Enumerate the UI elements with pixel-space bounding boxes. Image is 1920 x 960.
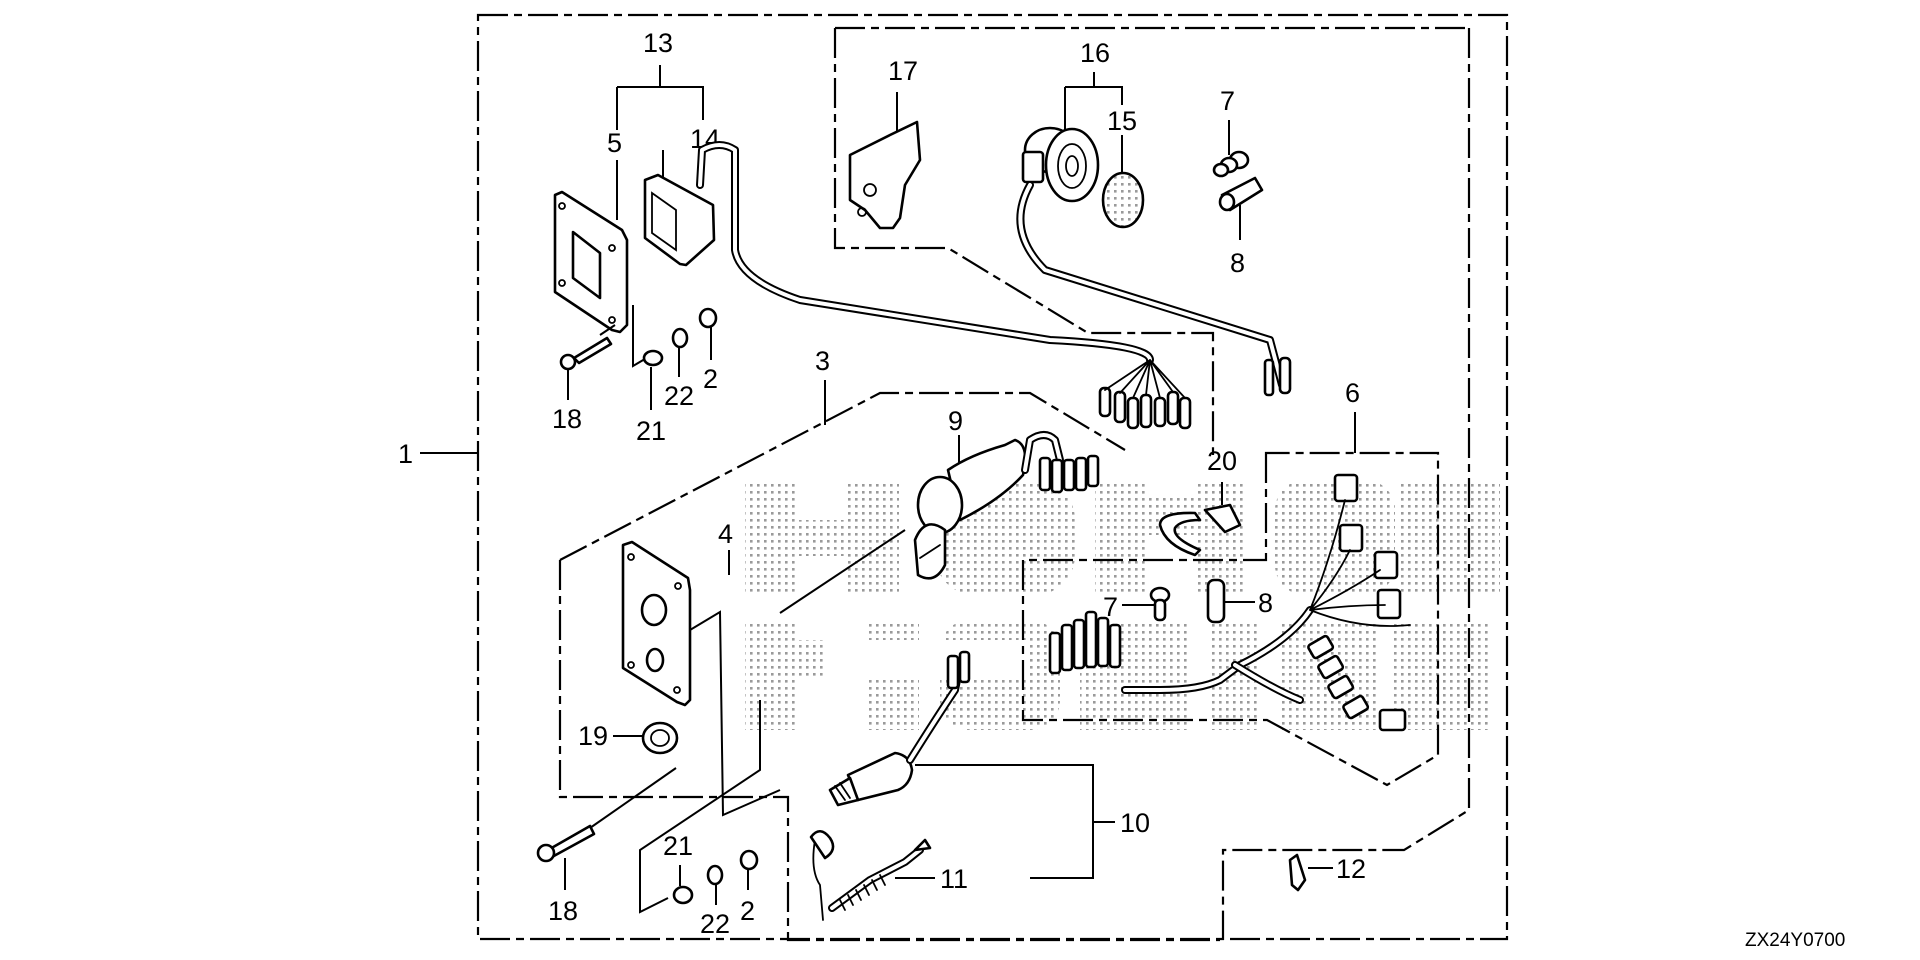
part-8-collar-upper xyxy=(1218,176,1264,212)
part-19-nut xyxy=(641,721,679,755)
part-7-screw-upper xyxy=(1212,150,1250,178)
part-8-collar-lower xyxy=(1206,578,1226,624)
callout-18a: 18 xyxy=(552,404,582,434)
leader-10-plate xyxy=(689,610,781,817)
callout-9: 9 xyxy=(948,406,963,436)
callout-16: 16 xyxy=(1080,38,1110,68)
callout-8b: 8 xyxy=(1258,588,1273,618)
leader-lower-hardware-bracket xyxy=(639,700,761,914)
leader-9-to-plate xyxy=(779,529,906,614)
callout-3: 3 xyxy=(815,346,830,376)
leader-16 xyxy=(1064,72,1123,130)
callout-15: 15 xyxy=(1107,106,1137,136)
part-22-springwasher-lower xyxy=(706,864,724,886)
callout-22a: 22 xyxy=(664,381,694,411)
callout-5: 5 xyxy=(607,128,622,158)
callout-2a: 2 xyxy=(703,364,718,394)
part-9-ignition-switch xyxy=(913,431,1100,580)
callout-10: 10 xyxy=(1120,808,1150,838)
leader-10 xyxy=(915,764,1115,879)
part-5-bezel xyxy=(553,190,629,334)
callout-2b: 2 xyxy=(740,896,755,926)
part-2-nut-upper xyxy=(698,307,718,329)
part-15-cover xyxy=(1101,171,1145,229)
part-21-washer-lower xyxy=(672,885,694,905)
callout-7a: 7 xyxy=(1220,86,1235,116)
part-18-screw-lower xyxy=(536,824,596,863)
part-17-bracket xyxy=(848,120,922,230)
callout-12: 12 xyxy=(1336,854,1366,884)
part-10-stop-switch xyxy=(828,650,971,807)
buzzer-group-frame xyxy=(833,26,1471,940)
part-22-springwasher-upper xyxy=(671,327,689,349)
callout-1: 1 xyxy=(398,439,413,469)
callout-21b: 21 xyxy=(663,831,693,861)
part-6-wire-harness xyxy=(1048,473,1411,732)
part-4-panel-plate xyxy=(621,540,692,707)
leader-18b-plate xyxy=(589,767,677,829)
leader-18-to-bezel xyxy=(599,324,616,336)
callout-8a: 8 xyxy=(1230,248,1245,278)
harness-group-frame xyxy=(1021,451,1440,787)
figure-code: ZX24Y0700 xyxy=(1745,930,1845,951)
part-14-switch xyxy=(643,141,1192,430)
callout-13: 13 xyxy=(643,28,673,58)
callout-7b: 7 xyxy=(1103,592,1118,622)
part-11-lanyard xyxy=(809,829,932,921)
part-16-buzzer xyxy=(1016,126,1292,397)
callout-18b: 18 xyxy=(548,896,578,926)
part-7-screw-lower xyxy=(1149,586,1171,622)
watermark xyxy=(745,480,1500,730)
switch-panel-group-frame xyxy=(558,391,1220,942)
part-12-clip xyxy=(1288,853,1307,892)
callout-21a: 21 xyxy=(636,416,666,446)
callout-11: 11 xyxy=(940,864,968,894)
callout-19: 19 xyxy=(578,721,608,751)
callout-22b: 22 xyxy=(700,909,730,939)
leader-13 xyxy=(616,65,704,130)
part-21-washer-upper xyxy=(642,349,664,367)
callout-17: 17 xyxy=(888,56,918,86)
part-18-screw-upper xyxy=(559,336,613,371)
part-2-nut-lower xyxy=(739,849,759,871)
part-20-wire-band xyxy=(1158,503,1242,557)
callout-20: 20 xyxy=(1207,446,1237,476)
callout-4: 4 xyxy=(718,519,733,549)
watermark-row-1 xyxy=(745,480,1500,595)
callout-6: 6 xyxy=(1345,378,1360,408)
